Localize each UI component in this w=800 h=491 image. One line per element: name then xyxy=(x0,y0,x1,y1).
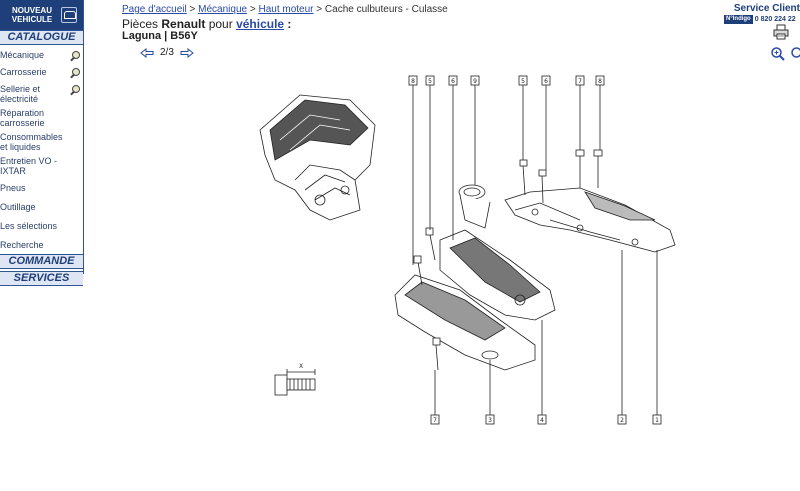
callout-label[interactable]: 8 xyxy=(411,78,415,85)
sidebar-item-consommables[interactable]: Consommables et liquides xyxy=(0,130,83,154)
callout-label[interactable]: 7 xyxy=(433,417,437,424)
pager: 2/3 xyxy=(140,47,194,58)
breadcrumb-separator: > xyxy=(247,4,259,15)
breadcrumb-mecanique-link[interactable]: Mécanique xyxy=(198,4,248,15)
zoom-in-icon[interactable] xyxy=(770,46,786,62)
services-header[interactable]: SERVICES xyxy=(0,271,83,286)
callout-label[interactable]: 7 xyxy=(578,78,582,85)
callout-label[interactable]: 6 xyxy=(451,78,455,85)
catalogue-list: Mécanique Carrosserie Sellerie et électr… xyxy=(0,45,83,252)
callout-label[interactable]: 2 xyxy=(620,417,624,424)
sidebar-item-label: Sellerie et électricité xyxy=(0,84,41,104)
service-client-badge: N°Indigo 0 820 224 22 xyxy=(724,15,800,24)
service-client-title: Service Client xyxy=(733,3,800,14)
detail-dimension-label: X xyxy=(299,363,303,370)
zoom-out-icon[interactable] xyxy=(790,46,800,62)
sidebar-item-label: Les sélections xyxy=(0,221,58,231)
new-vehicle-button[interactable]: NOUVEAU VEHICULE xyxy=(0,0,83,30)
sidebar-item-pneus[interactable]: Pneus xyxy=(0,178,83,195)
callout-label[interactable]: 5 xyxy=(428,78,432,85)
sidebar-item-label: Carrosserie xyxy=(0,67,47,77)
breadcrumb: Page d'accueil > Mécanique > Haut moteur… xyxy=(122,4,448,15)
sidebar-item-label: Réparation carrosserie xyxy=(0,108,45,128)
sidebar-item-label: Consommables et liquides xyxy=(0,132,63,152)
catalogue-header[interactable]: CATALOGUE xyxy=(0,30,83,45)
callout-label[interactable]: 3 xyxy=(488,417,492,424)
callout-label[interactable]: 8 xyxy=(598,78,602,85)
callout-label[interactable]: 5 xyxy=(521,78,525,85)
breadcrumb-current: Cache culbuteurs - Culasse xyxy=(324,4,448,15)
oil-filler-neck xyxy=(458,184,491,229)
sidebar-item-entretien[interactable]: Entretien VO - IXTAR xyxy=(0,154,83,178)
sidebar-item-recherche[interactable]: Recherche xyxy=(0,233,83,252)
print-icon[interactable] xyxy=(773,24,789,40)
indigo-badge: N°Indigo xyxy=(724,15,753,24)
sidebar-item-label: Entretien VO - IXTAR xyxy=(0,156,58,176)
page-indicator: 2/3 xyxy=(160,47,174,58)
sidebar: NOUVEAU VEHICULE CATALOGUE Mécanique Car… xyxy=(0,0,84,286)
callout-label[interactable]: 4 xyxy=(540,417,544,424)
sidebar-item-carrosserie[interactable]: Carrosserie xyxy=(0,65,83,82)
callout-label[interactable]: 6 xyxy=(544,78,548,85)
callout-label[interactable]: 1 xyxy=(655,417,659,424)
title-prefix: Pièces xyxy=(122,17,162,31)
search-icon[interactable] xyxy=(69,51,81,63)
breadcrumb-separator: > xyxy=(186,4,199,15)
bolt-detail xyxy=(274,369,316,396)
page-title: Pièces Renault pour véhicule : xyxy=(122,17,291,31)
vehicle-link[interactable]: véhicule xyxy=(236,17,285,31)
title-suffix: : xyxy=(284,17,292,31)
title-brand: Renault xyxy=(161,17,206,31)
callout-label[interactable]: 9 xyxy=(473,78,477,85)
sidebar-item-mecanique[interactable]: Mécanique xyxy=(0,48,83,65)
service-phone: 0 820 224 22 xyxy=(754,16,796,23)
car-icon xyxy=(61,7,77,23)
middle-rocker-cover xyxy=(439,229,556,321)
next-arrow-icon[interactable] xyxy=(180,47,194,58)
search-icon[interactable] xyxy=(69,68,81,80)
breadcrumb-separator: > xyxy=(313,4,325,15)
parts-diagram: 8 5 6 9 5 6 7 8 7 3 4 2 1 X xyxy=(250,70,690,430)
sidebar-item-label: Outillage xyxy=(0,202,36,212)
sidebar-item-reparation[interactable]: Réparation carrosserie xyxy=(0,106,83,130)
title-middle: pour xyxy=(205,17,237,31)
previous-arrow-icon[interactable] xyxy=(140,47,154,58)
breadcrumb-home-link[interactable]: Page d'accueil xyxy=(122,4,187,15)
service-client[interactable]: Service Client N°Indigo 0 820 224 22 xyxy=(724,3,800,24)
engine-illustration xyxy=(259,94,376,221)
sidebar-item-label: Mécanique xyxy=(0,50,45,60)
sidebar-item-outillage[interactable]: Outillage xyxy=(0,195,83,214)
breadcrumb-haut-moteur-link[interactable]: Haut moteur xyxy=(258,4,314,15)
sidebar-item-label: Pneus xyxy=(0,183,26,193)
vehicle-subtitle: Laguna | B56Y xyxy=(122,30,198,42)
search-icon[interactable] xyxy=(69,85,81,97)
sidebar-item-label: Recherche xyxy=(0,240,44,250)
right-rocker-cover xyxy=(504,187,676,253)
new-vehicle-label: NOUVEAU VEHICULE xyxy=(11,6,53,24)
front-rocker-cover xyxy=(394,274,536,371)
sidebar-item-sellerie[interactable]: Sellerie et électricité xyxy=(0,82,83,106)
commande-header[interactable]: COMMANDE xyxy=(0,254,83,269)
sidebar-item-selections[interactable]: Les sélections xyxy=(0,214,83,233)
